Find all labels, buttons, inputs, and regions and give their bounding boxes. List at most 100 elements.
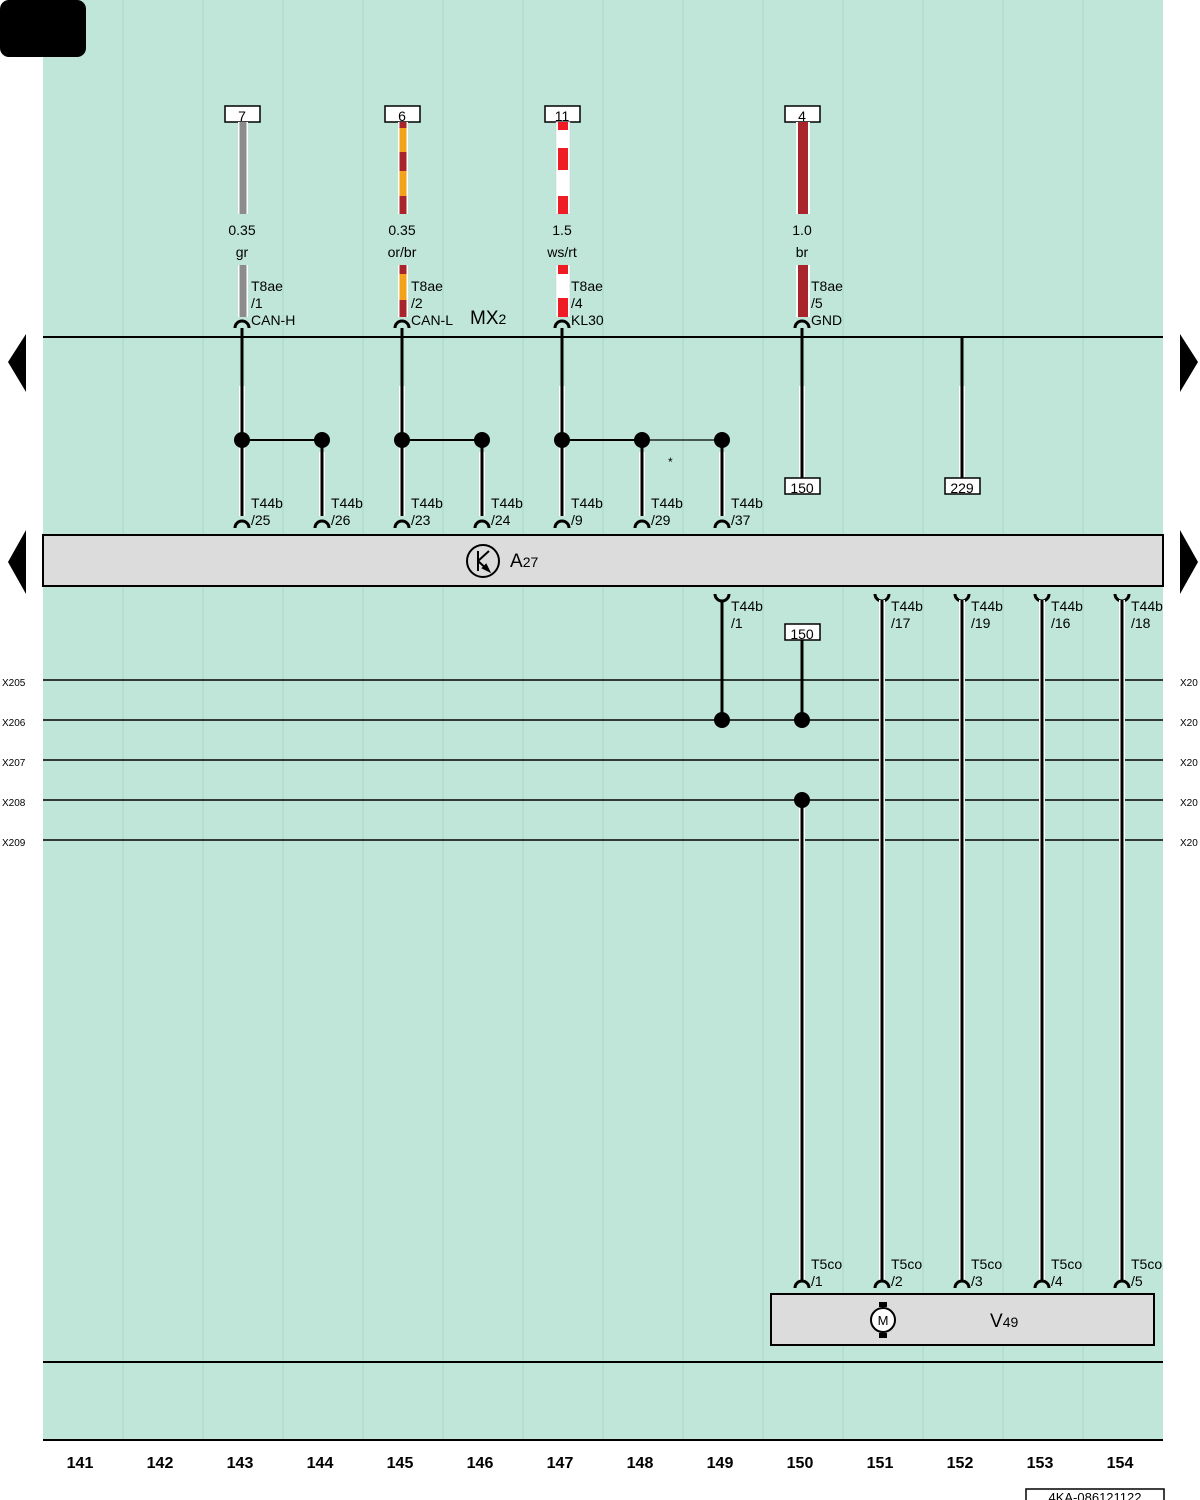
svg-text:/1: /1 [811, 1273, 823, 1289]
svg-text:150: 150 [787, 1455, 814, 1472]
wire-147[interactable]: 11 1.5 ws/rt T8ae /4 KL30 [544, 105, 604, 329]
svg-text:X20: X20 [1180, 798, 1198, 809]
svg-text:T44b: T44b [731, 598, 763, 614]
wire-color-code: ws/rt [546, 244, 577, 260]
next-page-arrow-icon-2[interactable] [1180, 530, 1198, 594]
wire-ref: 11 [555, 108, 570, 124]
column-numbers: 141 142 143 144 145 146 147 148 149 150 … [67, 1455, 1134, 1472]
wire-size: 0.35 [388, 222, 415, 238]
svg-text:/9: /9 [571, 512, 583, 528]
ref-box-150-upper[interactable]: 150 [784, 477, 821, 496]
svg-text:X209: X209 [2, 838, 26, 849]
motor-icon: M [870, 1302, 896, 1338]
ref-box-229[interactable]: 229 [944, 477, 981, 496]
connector-label: T8ae [411, 278, 443, 294]
signal-name: CAN-H [251, 312, 295, 328]
wire-color-code: br [796, 244, 809, 260]
svg-text:T44b: T44b [411, 495, 443, 511]
upper-splices [234, 328, 965, 516]
svg-text:X208: X208 [2, 798, 26, 809]
component-a27[interactable] [42, 534, 1164, 587]
svg-text:/23: /23 [411, 512, 431, 528]
wire-ref: 4 [798, 108, 806, 124]
svg-text:153: 153 [1027, 1455, 1054, 1472]
wire-size: 1.0 [792, 222, 812, 238]
prev-page-arrow-icon-2[interactable] [8, 530, 26, 594]
ref-box-150-lower[interactable]: 150 [784, 623, 821, 642]
svg-text:/3: /3 [971, 1273, 983, 1289]
page-tab [0, 0, 86, 57]
svg-text:X205: X205 [2, 678, 26, 689]
wire-size: 0.35 [228, 222, 255, 238]
signal-name: CAN-L [411, 312, 453, 328]
svg-text:T5co: T5co [1051, 1256, 1082, 1272]
next-page-arrow-icon[interactable] [1180, 334, 1198, 392]
svg-text:/2: /2 [891, 1273, 903, 1289]
svg-text:T44b: T44b [651, 495, 683, 511]
svg-text:/25: /25 [251, 512, 271, 528]
asterisk-note: * [668, 455, 673, 469]
transistor-icon [466, 544, 500, 578]
bus-labels-left: X205 X206 X207 X208 X209 [2, 678, 26, 849]
svg-text:145: 145 [387, 1455, 414, 1472]
svg-text:X20: X20 [1180, 678, 1198, 689]
svg-text:229: 229 [950, 480, 974, 496]
connector-pin: /2 [411, 295, 423, 311]
wire-color-code: gr [236, 244, 249, 260]
svg-text:T5co: T5co [891, 1256, 922, 1272]
v49-pin-labels: T5co/1 T5co/2 T5co/3 T5co/4 T5co/5 [811, 1256, 1162, 1289]
component-v49[interactable] [770, 1293, 1155, 1346]
prev-page-arrow-icon[interactable] [8, 334, 26, 392]
svg-text:152: 152 [947, 1455, 974, 1472]
svg-text:X206: X206 [2, 718, 26, 729]
svg-text:T5co: T5co [1131, 1256, 1162, 1272]
wire-143[interactable]: 7 0.35 gr T8ae /1 CAN-H [224, 105, 295, 329]
svg-text:154: 154 [1107, 1455, 1134, 1472]
svg-text:T5co: T5co [971, 1256, 1002, 1272]
upper-pin-labels: T44b/25 T44b/26 T44b/23 T44b/24 T44b/9 T… [251, 495, 763, 528]
v49-pin-cups [793, 1279, 1131, 1289]
svg-text:T44b: T44b [1131, 598, 1163, 614]
svg-text:142: 142 [147, 1455, 174, 1472]
svg-text:T44b: T44b [331, 495, 363, 511]
svg-text:150: 150 [790, 480, 814, 496]
svg-text:T44b: T44b [971, 598, 1003, 614]
connector-label: T8ae [811, 278, 843, 294]
connector-label: T8ae [571, 278, 603, 294]
wire-size: 1.5 [552, 222, 572, 238]
svg-text:/24: /24 [491, 512, 511, 528]
svg-text:/4: /4 [1051, 1273, 1063, 1289]
svg-text:T5co: T5co [811, 1256, 842, 1272]
document-id: 4KA-086121122 [1025, 1488, 1165, 1500]
svg-text:4KA-086121122: 4KA-086121122 [1048, 1490, 1141, 1500]
svg-text:/5: /5 [1131, 1273, 1143, 1289]
wire-color-code: or/br [388, 244, 417, 260]
svg-text:/18: /18 [1131, 615, 1151, 631]
connector-label: T8ae [251, 278, 283, 294]
bus-lines [43, 679, 1163, 841]
bus-labels-right: X20 X20 X20 X20 X20 [1180, 678, 1198, 849]
svg-text:T44b: T44b [731, 495, 763, 511]
lower-wires [714, 600, 1125, 1280]
svg-text:T44b: T44b [1051, 598, 1083, 614]
svg-text:144: 144 [307, 1455, 334, 1472]
svg-text:X20: X20 [1180, 758, 1198, 769]
wire-145[interactable]: 6 0.35 or/br T8ae /2 CAN-L [384, 105, 453, 329]
wire-150[interactable]: 4 1.0 br T8ae /5 GND [784, 105, 843, 329]
svg-text:150: 150 [790, 626, 814, 642]
svg-text:T44b: T44b [491, 495, 523, 511]
svg-text:146: 146 [467, 1455, 494, 1472]
svg-text:/17: /17 [891, 615, 911, 631]
signal-name: KL30 [571, 312, 604, 328]
svg-text:141: 141 [67, 1455, 94, 1472]
svg-text:T44b: T44b [571, 495, 603, 511]
wire-ref: 6 [398, 108, 406, 124]
svg-text:M: M [878, 1313, 889, 1328]
svg-text:151: 151 [867, 1455, 894, 1472]
svg-text:/1: /1 [731, 615, 743, 631]
svg-text:143: 143 [227, 1455, 254, 1472]
svg-text:/16: /16 [1051, 615, 1071, 631]
svg-text:149: 149 [707, 1455, 734, 1472]
svg-text:X20: X20 [1180, 838, 1198, 849]
